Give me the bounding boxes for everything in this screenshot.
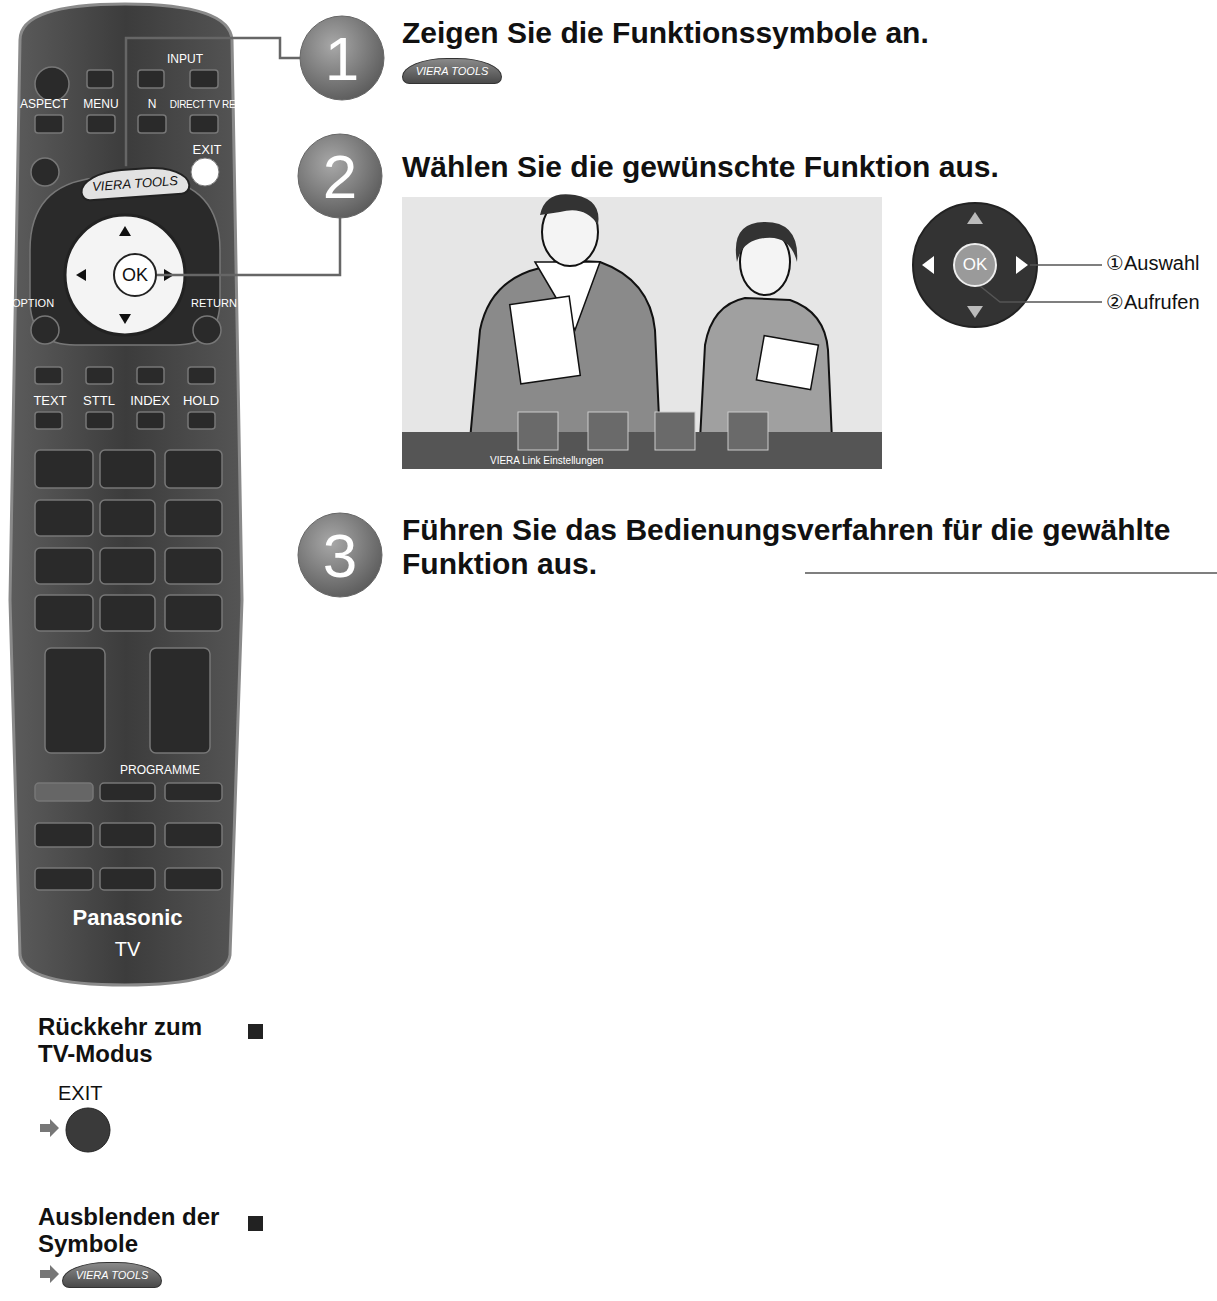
node-text: Panasonic (10, 905, 245, 931)
node-text: 2 (323, 141, 357, 212)
callout-label: ②Aufrufen (1106, 291, 1200, 313)
exit-button (191, 158, 219, 186)
button-label: HOLD (183, 394, 219, 409)
button-label: RETURN (191, 297, 237, 309)
okbig-node: OK (953, 243, 997, 287)
button-label: N (148, 98, 157, 111)
node-text: TV (10, 938, 245, 961)
dpad-large (913, 203, 1037, 327)
instruction-text: Zeigen Sie die Funktionssymbole an. (402, 16, 929, 50)
instruction-text: Rückkehr zum TV-Modus (38, 1014, 228, 1068)
button-label: PROGRAMME (120, 764, 200, 777)
dpad-ring (65, 215, 185, 335)
tv-screenshot (402, 194, 882, 469)
node-text: VIERA TOOLS (92, 173, 179, 194)
node-text: VIERA TOOLS (416, 65, 489, 77)
dpad-arrows (76, 226, 174, 324)
exit-button (66, 1108, 110, 1152)
step-circle (298, 513, 382, 597)
step-node: 2 (298, 134, 382, 218)
icon-node: VIERA TOOLS (62, 1262, 162, 1288)
button-label: EXIT (193, 143, 222, 158)
node-text: OK (122, 265, 148, 286)
node-text: 1 (325, 23, 359, 94)
remote-body (10, 4, 242, 985)
button-label: DIRECT TV REC (170, 99, 242, 110)
okbtn-node: OK (113, 253, 157, 297)
leader-connector (126, 38, 300, 166)
instruction-text: Wählen Sie die gewünschte Funktion aus. (402, 150, 999, 184)
instruction-text: Führen Sie das Bedienungsverfahren für d… (402, 513, 1202, 580)
remote-buttons (30, 67, 222, 890)
step-circle (300, 16, 384, 100)
step-node: 1 (300, 16, 384, 100)
button-label: STTL (83, 394, 115, 409)
button-label: OPTION (12, 297, 54, 309)
node-text: 3 (323, 520, 357, 591)
step-node: 3 (298, 513, 382, 597)
instruction-text: Ausblenden der Symbole (38, 1204, 228, 1258)
instruction-text: EXIT (58, 1082, 102, 1104)
vtbtn-node: VIERA TOOLS (79, 164, 191, 202)
callout-label: ①Auswahl (1106, 252, 1200, 274)
node-text: VIERA Link Einstellungen (490, 455, 603, 466)
button-label: INDEX (130, 394, 170, 409)
icon-node: VIERA TOOLS (402, 58, 502, 84)
pointer-arrow (40, 1119, 59, 1283)
node-text: OK (963, 255, 988, 275)
step-circle (298, 134, 382, 218)
node-text: VIERA TOOLS (76, 1269, 149, 1281)
button-label: INPUT (167, 53, 203, 66)
button-label: TEXT (33, 394, 66, 409)
bullet-square (248, 1024, 263, 1231)
button-label: ASPECT (20, 98, 68, 111)
leader-connector (157, 218, 340, 275)
button-label: MENU (83, 98, 118, 111)
screen-node: VIERA Link Einstellungen (402, 197, 882, 469)
